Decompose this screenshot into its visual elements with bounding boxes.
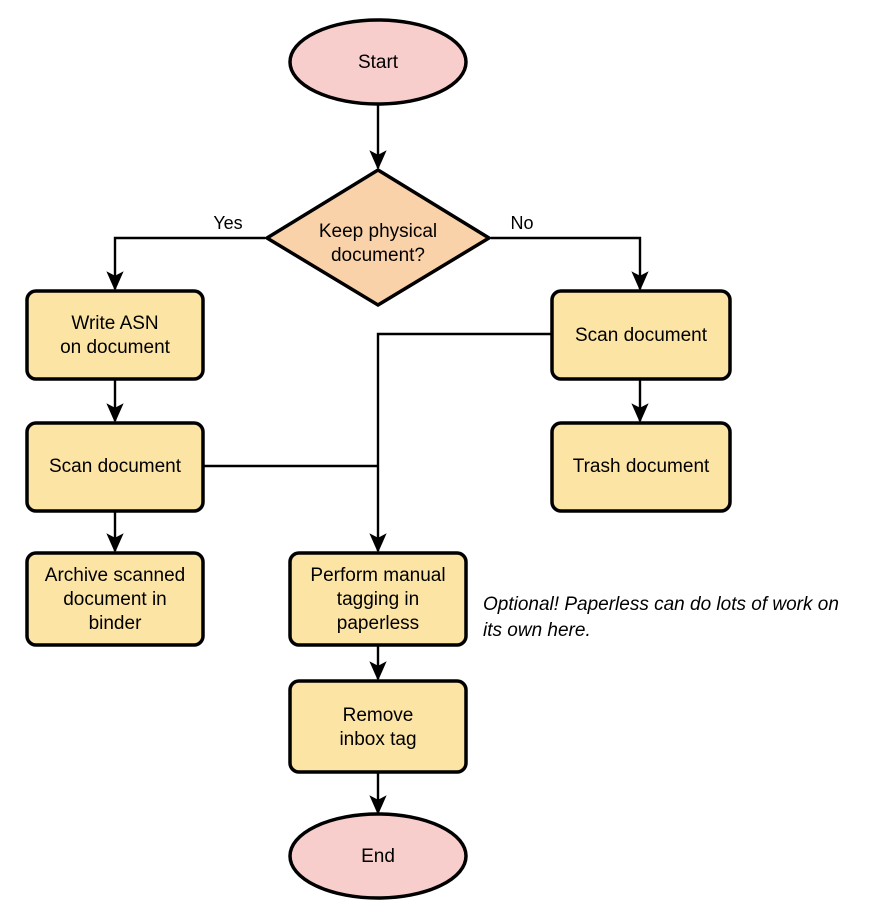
- edge-decision-yes-to-write-asn: [106, 236, 265, 291]
- node-start[interactable]: Start: [288, 18, 468, 106]
- archive-label-line1: Archive scanned: [45, 565, 185, 586]
- scan-right-box-shape: [550, 289, 732, 381]
- note-line2: its own here.: [483, 620, 591, 641]
- node-end[interactable]: End: [288, 812, 468, 900]
- start-ellipse-shape: [288, 18, 468, 106]
- scan-left-box-shape: [25, 421, 205, 513]
- tagging-label-line2: tagging in: [337, 589, 419, 610]
- tagging-label-line1: Perform manual: [310, 565, 445, 586]
- remove-inbox-label-line2: inbox tag: [339, 729, 416, 750]
- archive-label-line2: document in: [63, 589, 167, 610]
- node-trash-document[interactable]: Trash document: [550, 421, 732, 513]
- tagging-label-line3: paperless: [337, 613, 419, 634]
- node-write-asn-on-document[interactable]: Write ASN on document: [25, 289, 205, 381]
- tagging-box-shape: [288, 551, 468, 647]
- node-archive-scanned-document[interactable]: Archive scanned document in binder: [25, 551, 205, 647]
- edge-decision-no-to-scan-right: [491, 236, 649, 291]
- trash-label: Trash document: [573, 456, 710, 477]
- edge-label-yes: Yes: [213, 213, 242, 233]
- note-line1: Optional! Paperless can do lots of work …: [483, 594, 839, 615]
- write-asn-label-line2: on document: [60, 337, 171, 358]
- end-ellipse-shape: [288, 812, 468, 900]
- write-asn-label-line1: Write ASN: [71, 313, 158, 334]
- archive-box-shape: [25, 551, 205, 647]
- remove-inbox-label-line1: Remove: [343, 705, 414, 726]
- write-asn-box-shape: [25, 289, 205, 381]
- node-keep-physical-document-decision[interactable]: Keep physical document?: [263, 167, 493, 308]
- node-scan-document-right[interactable]: Scan document: [550, 289, 732, 381]
- decision-label-line2: document?: [331, 245, 425, 266]
- edge-scan-right-to-tagging: [369, 332, 552, 553]
- node-perform-manual-tagging[interactable]: Perform manual tagging in paperless: [288, 551, 468, 647]
- scan-right-label: Scan document: [575, 325, 708, 346]
- start-label: Start: [358, 52, 399, 73]
- end-label: End: [361, 846, 395, 867]
- decision-diamond-shape: [263, 167, 493, 308]
- archive-label-line3: binder: [89, 613, 142, 634]
- optional-note: Optional! Paperless can do lots of work …: [483, 594, 839, 641]
- node-scan-document-left[interactable]: Scan document: [25, 421, 205, 513]
- node-remove-inbox-tag[interactable]: Remove inbox tag: [288, 679, 468, 774]
- remove-inbox-box-shape: [288, 679, 468, 774]
- trash-box-shape: [550, 421, 732, 513]
- scan-left-label: Scan document: [49, 456, 182, 477]
- decision-label-line1: Keep physical: [319, 221, 437, 242]
- edge-label-no: No: [510, 213, 533, 233]
